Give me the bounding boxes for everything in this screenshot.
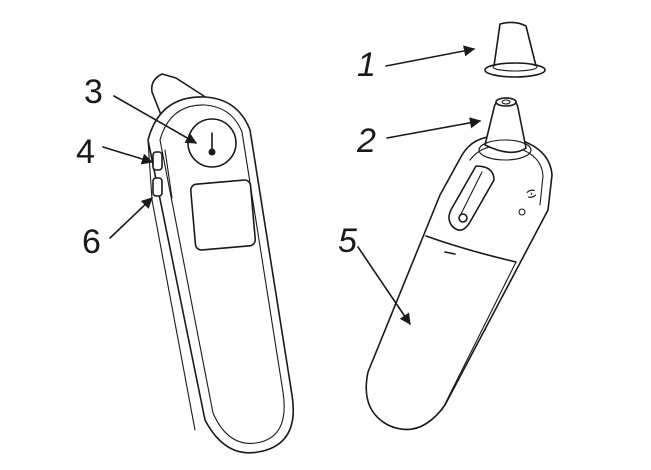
arrow-3 (113, 95, 197, 144)
probe-cover-rim (484, 62, 546, 78)
back-body-outer (365, 135, 553, 431)
battery-cover-seam (425, 235, 517, 263)
thermometer-back-view: (-) (365, 21, 553, 431)
callout-6: 6 (82, 223, 101, 261)
side-marking-icon (518, 208, 526, 216)
ejector-groove (459, 171, 483, 217)
callout-5: 5 (338, 222, 357, 260)
probe-cover (493, 21, 537, 67)
side-marking-label: (-) (526, 188, 538, 199)
thermometer-icon (208, 132, 216, 156)
arrow-5 (357, 246, 411, 325)
arrow-1 (385, 45, 476, 67)
callout-2: 2 (356, 122, 376, 160)
ejector-knob (458, 213, 468, 223)
probe-cover-rim-inner (492, 62, 538, 72)
battery-cover-edge (441, 261, 517, 411)
callout-3: 3 (84, 73, 103, 111)
power-button[interactable] (152, 151, 163, 171)
front-body-outer (147, 96, 294, 454)
probe-lens (495, 97, 517, 107)
arrow-6 (109, 197, 153, 239)
memory-button[interactable] (152, 177, 163, 197)
battery-notch (444, 251, 456, 255)
callout-4: 4 (76, 133, 95, 171)
probe-base-ring (478, 139, 532, 161)
callout-arrows (102, 45, 482, 325)
lcd-display (189, 179, 257, 251)
probe-lens-center (501, 99, 511, 105)
button-groove (164, 149, 173, 199)
arrow-4 (102, 146, 154, 165)
callout-numbers: 1 2 3 4 5 6 (76, 46, 376, 261)
arrow-2 (386, 117, 482, 139)
front-body-inner (159, 104, 285, 444)
callout-1: 1 (357, 46, 376, 84)
thermometer-front-view (147, 73, 294, 454)
